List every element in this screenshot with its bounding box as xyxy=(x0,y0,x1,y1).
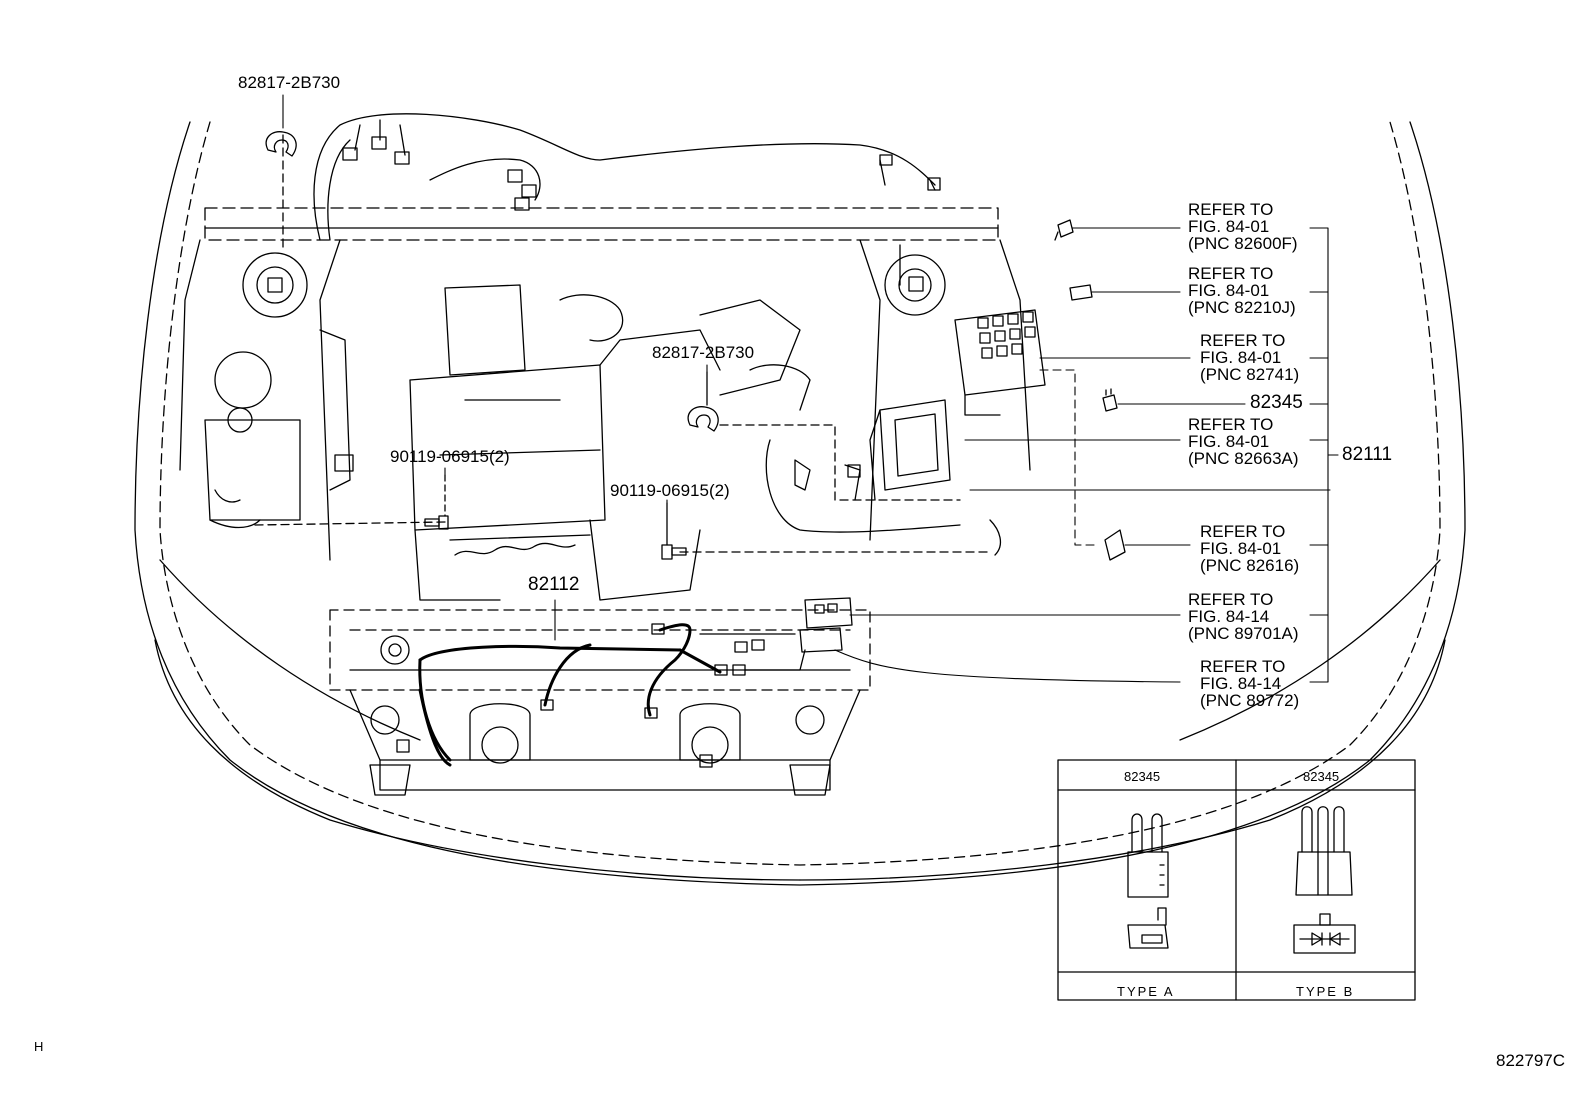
reference-82616: REFER TO FIG. 84-01 (PNC 82616) xyxy=(1200,523,1299,574)
reference-line: REFER TO xyxy=(1188,415,1274,434)
radiator-support xyxy=(349,689,861,796)
reference-line: REFER TO xyxy=(1200,657,1286,676)
reference-line: (PNC 89701A) xyxy=(1188,624,1299,643)
engine-assembly xyxy=(329,284,871,691)
reference-line: (PNC 82600F) xyxy=(1188,234,1298,253)
reference-line: FIG. 84-14 xyxy=(1188,607,1270,626)
type-table xyxy=(1057,759,1416,1001)
callout-bolt-left: 90119-06915(2) xyxy=(390,447,510,466)
right-strut-tower xyxy=(884,244,946,316)
vehicle-body-outline xyxy=(134,121,1466,886)
reference-line: FIG. 84-01 xyxy=(1188,281,1270,300)
reference-line: REFER TO xyxy=(1200,522,1286,541)
cowl-panel xyxy=(179,207,1031,561)
engine-harness-82112 xyxy=(418,623,722,767)
reference-82600F: REFER TO FIG. 84-01 (PNC 82600F) xyxy=(1188,201,1298,252)
connector-89701A xyxy=(799,597,853,653)
left-strut-tower xyxy=(204,252,354,521)
relay-block xyxy=(954,309,1046,416)
relay-type-a-drawing xyxy=(1127,813,1169,949)
reference-line: (PNC 82663A) xyxy=(1188,449,1299,468)
type-table-label-a: TYPE A xyxy=(1117,984,1175,999)
harness-clip-mid xyxy=(687,371,719,432)
callout-clip-mid: 82817-2B730 xyxy=(652,343,755,362)
reference-line: FIG. 84-01 xyxy=(1188,432,1270,451)
bolt-right xyxy=(661,502,687,560)
reference-line: FIG. 84-01 xyxy=(1188,217,1270,236)
reference-line: REFER TO xyxy=(1188,200,1274,219)
reference-line: REFER TO xyxy=(1188,590,1274,609)
reference-line: FIG. 84-01 xyxy=(1200,539,1282,558)
main-harness-82111 xyxy=(209,134,1002,556)
corner-letter: H xyxy=(34,1039,44,1054)
reference-line: (PNC 82616) xyxy=(1200,556,1300,575)
reference-82741: REFER TO FIG. 84-01 (PNC 82741) xyxy=(1200,332,1299,383)
type-table-header-a: 82345 xyxy=(1124,769,1161,784)
callout-harness-82112: 82112 xyxy=(528,574,580,595)
callout-harness-82111: 82111 xyxy=(1342,444,1393,465)
relay-type-b-drawing xyxy=(1293,806,1356,954)
relay-82345-part xyxy=(1102,388,1118,412)
reference-line: (PNC 82741) xyxy=(1200,365,1300,384)
reference-line: FIG. 84-01 xyxy=(1200,348,1282,367)
figure-code: 822797C xyxy=(1496,1051,1566,1070)
callout-bolt-right: 90119-06915(2) xyxy=(610,481,730,500)
reference-89701A: REFER TO FIG. 84-14 (PNC 89701A) xyxy=(1188,591,1299,642)
bolt-left xyxy=(424,474,449,530)
connector-82616 xyxy=(1104,529,1126,561)
leader-lines xyxy=(282,94,1339,683)
reference-82663A: REFER TO FIG. 84-01 (PNC 82663A) xyxy=(1188,416,1299,467)
reference-line: (PNC 89772) xyxy=(1200,691,1300,710)
connector-82210J xyxy=(1069,284,1093,301)
callout-relay-82345: 82345 xyxy=(1250,392,1303,413)
reference-line: REFER TO xyxy=(1188,264,1274,283)
upper-harness xyxy=(313,113,941,241)
callout-clip-top: 82817-2B730 xyxy=(238,73,341,92)
type-table-header-b: 82345 xyxy=(1303,769,1340,784)
connector-82600F xyxy=(1054,219,1074,241)
reference-line: REFER TO xyxy=(1200,331,1286,350)
reference-line: FIG. 84-14 xyxy=(1200,674,1282,693)
reference-89772: REFER TO FIG. 84-14 (PNC 89772) xyxy=(1200,658,1299,709)
reference-82210J: REFER TO FIG. 84-01 (PNC 82210J) xyxy=(1188,265,1296,316)
harness-clip-top xyxy=(265,131,297,157)
reference-line: (PNC 82210J) xyxy=(1188,298,1296,317)
ecu-box xyxy=(869,399,951,501)
sub-harness-connectors xyxy=(540,623,806,719)
type-table-label-b: TYPE B xyxy=(1296,984,1355,999)
